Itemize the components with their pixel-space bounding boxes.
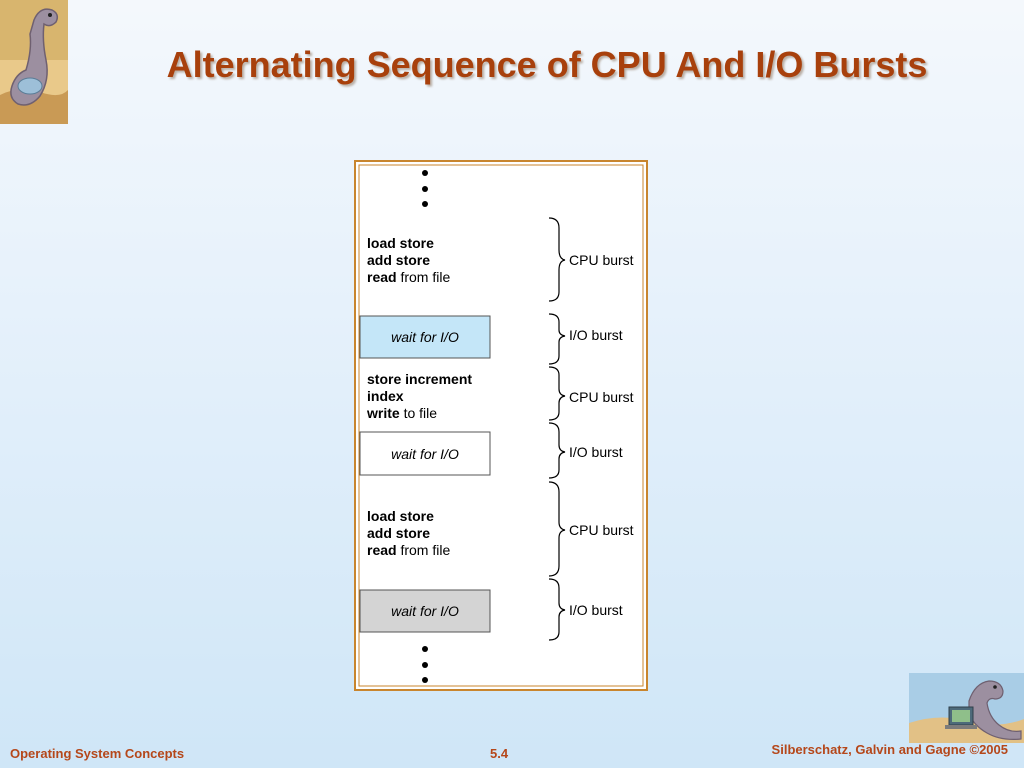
code-line: index — [367, 388, 404, 404]
ellipsis-dot — [422, 201, 428, 207]
code-line: write to file — [366, 405, 437, 421]
code-line: read from file — [367, 269, 450, 285]
slide-title: Alternating Sequence of CPU And I/O Burs… — [166, 44, 928, 85]
burst-label: CPU burst — [569, 522, 634, 538]
wait-io-box — [359, 315, 491, 359]
ellipsis-dot — [422, 646, 428, 652]
ellipsis-dot — [422, 186, 428, 192]
footer-course-name: Operating System Concepts — [10, 746, 185, 761]
code-line: load store — [367, 508, 434, 524]
diagram-inner-frame — [358, 164, 644, 687]
code-line: load store — [367, 235, 434, 251]
wait-io-label: wait for I/O — [391, 603, 459, 619]
curly-brace — [548, 422, 566, 479]
footer-copyright: Silberschatz, Galvin and Gagne ©2005 — [771, 742, 1008, 757]
cpu-io-burst-diagram: load store add store read from file CPU … — [354, 160, 648, 691]
wait-io-label: wait for I/O — [391, 446, 459, 462]
curly-brace — [548, 366, 566, 421]
curly-brace — [548, 481, 566, 577]
code-line: store increment — [367, 371, 472, 387]
burst-label: I/O burst — [569, 602, 623, 618]
ellipsis-dot — [422, 677, 428, 683]
dinosaur-logo-bottom-right — [909, 673, 1024, 743]
code-line: add store — [367, 252, 430, 268]
ellipsis-dot — [422, 170, 428, 176]
wait-io-box — [359, 431, 491, 476]
code-line: read from file — [367, 542, 450, 558]
curly-brace — [548, 217, 566, 302]
burst-label: CPU burst — [569, 389, 634, 405]
footer-page-number: 5.4 — [490, 746, 509, 761]
wait-io-box — [359, 589, 491, 633]
code-line: add store — [367, 525, 430, 541]
burst-label: I/O burst — [569, 327, 623, 343]
burst-label: CPU burst — [569, 252, 634, 268]
dinosaur-logo-top-left — [0, 0, 68, 124]
curly-brace — [548, 578, 566, 641]
ellipsis-dot — [422, 662, 428, 668]
burst-label: I/O burst — [569, 444, 623, 460]
wait-io-label: wait for I/O — [391, 329, 459, 345]
curly-brace — [548, 313, 566, 365]
